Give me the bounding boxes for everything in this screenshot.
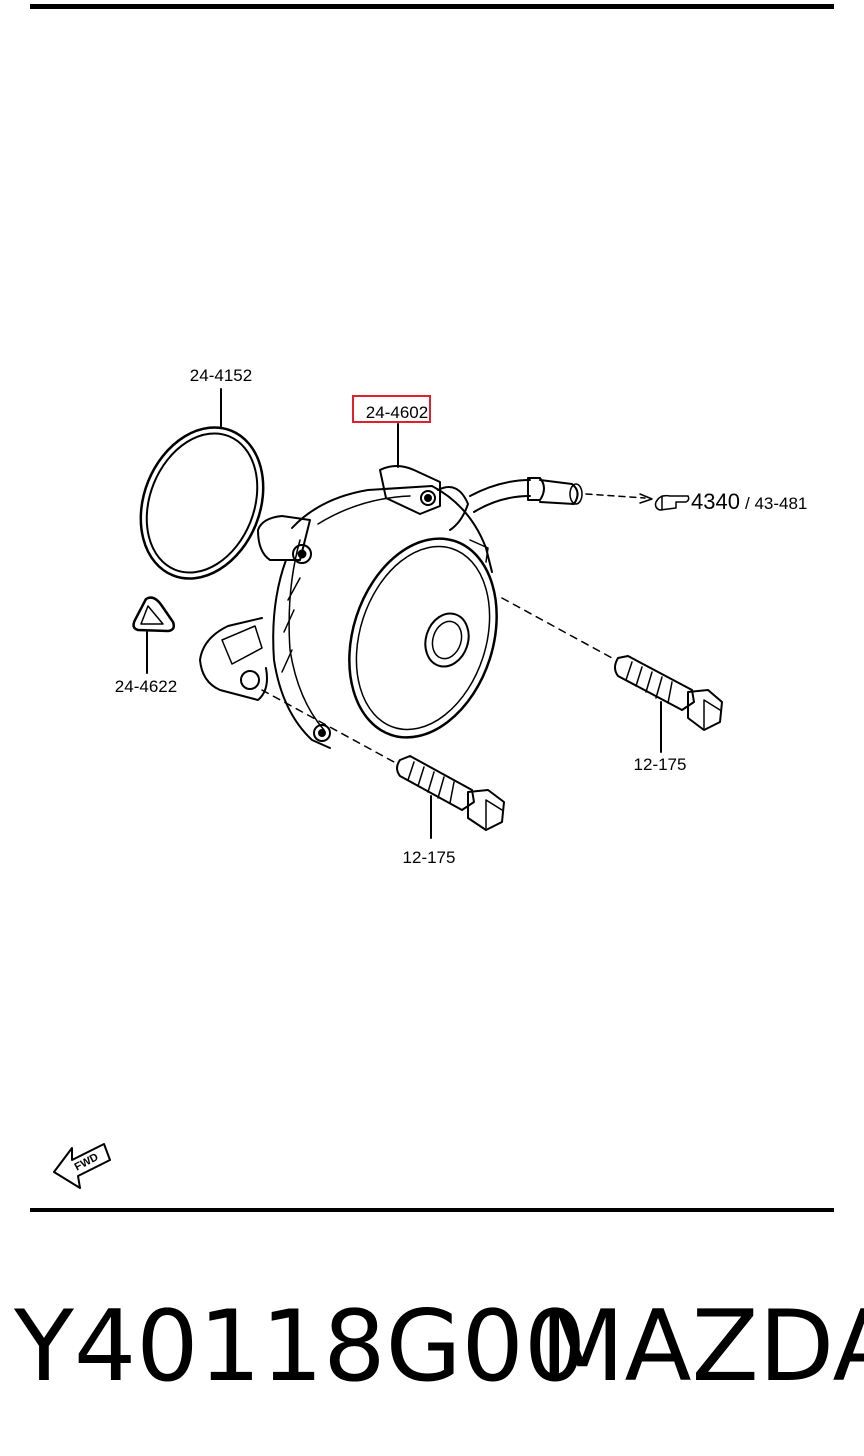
label-bolt-bottom[interactable]: 12-175: [403, 848, 456, 867]
label-fwd: FWD: [73, 1151, 101, 1173]
gasket-part[interactable]: [132, 596, 176, 633]
label-gasket[interactable]: 24-4622: [115, 677, 177, 696]
brand-name: MAZDA: [540, 1290, 864, 1404]
bolt-path-right-dashed: [501, 597, 613, 659]
footer: Y40118G00 MAZDA: [0, 1282, 864, 1412]
vacuum-pump-part[interactable]: [199, 465, 583, 757]
label-hose-ref-main[interactable]: 4340: [691, 489, 740, 514]
label-o-ring[interactable]: 24-4152: [190, 366, 252, 385]
pointing-hand-icon: [654, 494, 690, 511]
label-hose-ref-sub[interactable]: / 43-481: [745, 494, 807, 513]
part-number: Y40118G00: [14, 1290, 587, 1404]
label-vacuum-pump[interactable]: 24-4602: [366, 403, 428, 422]
bottom-rule: [30, 1208, 834, 1212]
o-ring-part[interactable]: [119, 409, 285, 597]
bolt-right-part[interactable]: [614, 655, 723, 731]
label-bolt-right[interactable]: 12-175: [634, 755, 687, 774]
fwd-arrow-icon: [53, 1143, 111, 1189]
hose-leader-dashed: [585, 493, 646, 499]
arrow-head-icon: [639, 493, 653, 504]
bolt-bottom-part[interactable]: [396, 755, 505, 831]
highlight-box: [352, 395, 431, 423]
top-rule: [30, 4, 834, 9]
